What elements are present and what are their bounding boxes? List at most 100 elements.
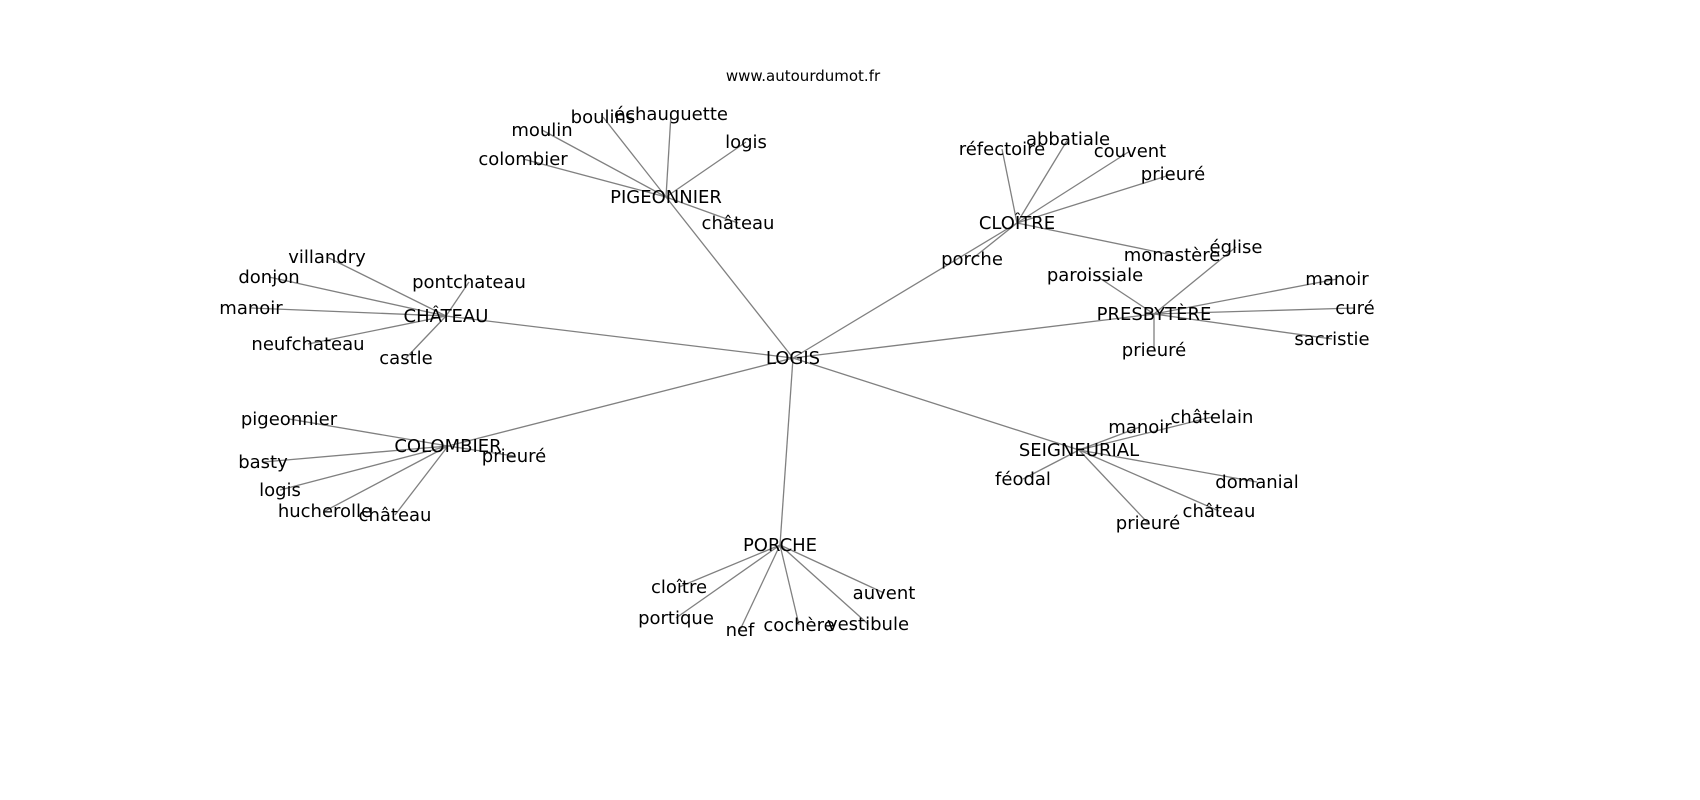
edge-presbytere-leaf — [1153, 278, 1338, 315]
leaf-node[interactable]: domanial — [1215, 472, 1298, 493]
edge-pigeonnier-leaf — [665, 196, 739, 224]
edge-chateau-leaf — [405, 315, 447, 359]
edge-colombier-leaf — [447, 445, 515, 457]
leaf-node[interactable]: basty — [238, 452, 288, 473]
leaf-node[interactable]: nef — [726, 620, 755, 641]
edge-colombier-leaf — [288, 418, 449, 447]
leaf-node[interactable]: auvent — [853, 583, 916, 604]
leaf-node[interactable]: monastère — [1124, 245, 1221, 266]
leaf-node[interactable]: échauguette — [614, 104, 728, 125]
leaf-node[interactable]: réfectoire — [959, 139, 1046, 160]
edge-cloitre-leaf — [1016, 173, 1174, 224]
edge-root-pigeonnier — [665, 196, 794, 359]
edges — [250, 113, 1356, 631]
edge-root-colombier — [447, 357, 794, 447]
leaf-node[interactable]: boulins — [571, 107, 636, 128]
edge-seigneurial-leaf — [1078, 416, 1213, 451]
leaf-node[interactable]: prieuré — [1141, 164, 1205, 185]
leaf-node[interactable]: manoir — [1305, 269, 1369, 290]
leaf-node[interactable]: villandry — [288, 247, 366, 268]
leaf-node[interactable]: abbatiale — [1026, 129, 1110, 150]
edge-pigeonnier-leaf — [522, 158, 667, 198]
leaf-node[interactable]: porche — [941, 249, 1003, 270]
leaf-node[interactable]: moulin — [511, 120, 572, 141]
edge-seigneurial-leaf — [1078, 449, 1149, 524]
edge-porche-leaf — [779, 544, 885, 594]
leaf-node[interactable]: château — [359, 505, 432, 526]
leaf-node[interactable]: prieuré — [1116, 513, 1180, 534]
hub-node-chateau[interactable]: CHÂTEAU — [404, 305, 489, 327]
leaf-node[interactable]: cloître — [651, 577, 707, 598]
edge-seigneurial-leaf — [1078, 449, 1220, 512]
hub-node-porche[interactable]: PORCHE — [743, 535, 817, 556]
edge-presbytere-leaf — [1153, 313, 1333, 340]
leaf-node[interactable]: prieuré — [482, 446, 546, 467]
edge-pigeonnier-leaf — [602, 116, 667, 198]
leaf-node[interactable]: pigeonnier — [241, 409, 338, 430]
edge-seigneurial-leaf — [1078, 426, 1141, 451]
edge-chateau-leaf — [445, 281, 470, 317]
edge-chateau-leaf — [326, 256, 447, 317]
leaf-node[interactable]: cochère — [763, 615, 834, 636]
leaf-node[interactable]: manoir — [1108, 417, 1172, 438]
edge-porche-leaf — [678, 544, 781, 588]
leaf-node[interactable]: château — [1183, 501, 1256, 522]
leaf-node[interactable]: château — [702, 213, 775, 234]
leaf-node[interactable]: pontchateau — [412, 272, 526, 293]
edge-porche-leaf — [779, 544, 869, 625]
edge-colombier-leaf — [262, 445, 449, 463]
hub-node-colombier[interactable]: COLOMBIER — [394, 436, 501, 457]
site-title: www.autourdumot.fr — [725, 67, 881, 85]
leaf-node[interactable]: vestibule — [827, 614, 909, 635]
leaf-node[interactable]: manoir — [219, 298, 283, 319]
edge-root-cloitre — [792, 222, 1018, 359]
edge-chateau-leaf — [307, 315, 447, 345]
edge-presbytere-leaf — [1094, 274, 1155, 315]
edge-pigeonnier-leaf — [541, 129, 667, 198]
edge-cloitre-leaf — [1001, 148, 1018, 224]
leaf-node[interactable]: châtelain — [1171, 407, 1254, 428]
edge-cloitre-leaf — [1016, 138, 1069, 224]
leaf-node[interactable]: féodal — [995, 469, 1051, 490]
edge-presbytere-leaf — [1153, 246, 1237, 315]
leaf-node[interactable]: donjon — [238, 267, 299, 288]
leaf-node[interactable]: sacristie — [1294, 329, 1369, 350]
hub-node-presbytere[interactable]: PRESBYTÈRE — [1097, 303, 1212, 325]
leaf-node[interactable]: paroissiale — [1047, 265, 1143, 286]
edge-colombier-leaf — [279, 445, 449, 491]
hub-node-seigneurial[interactable]: SEIGNEURIAL — [1019, 440, 1139, 461]
hub-node-cloitre[interactable]: CLOÎTRE — [979, 212, 1055, 234]
leaf-node[interactable]: église — [1210, 237, 1263, 258]
edge-colombier-leaf — [324, 445, 449, 512]
leaf-node[interactable]: couvent — [1094, 141, 1167, 162]
leaf-node[interactable]: prieuré — [1122, 340, 1186, 361]
edge-cloitre-leaf — [1016, 222, 1173, 256]
hub-node-pigeonnier[interactable]: PIGEONNIER — [610, 187, 722, 208]
edge-root-presbytere — [792, 313, 1155, 359]
edge-colombier-leaf — [394, 445, 449, 516]
edge-root-seigneurial — [792, 357, 1080, 451]
leaf-node[interactable]: curé — [1335, 298, 1374, 319]
edge-porche-leaf — [779, 544, 800, 626]
leaf-node[interactable]: logis — [259, 480, 301, 501]
edge-pigeonnier-leaf — [665, 113, 672, 198]
edge-porche-leaf — [675, 544, 781, 619]
edge-seigneurial-leaf — [1078, 449, 1258, 483]
edge-seigneurial-leaf — [1022, 449, 1080, 480]
leaf-node[interactable]: colombier — [478, 149, 568, 170]
edge-porche-leaf — [739, 544, 781, 631]
leaf-node[interactable]: logis — [725, 132, 767, 153]
edge-cloitre-leaf — [971, 222, 1018, 260]
root-node-label[interactable]: LOGIS — [766, 348, 820, 369]
leaf-node[interactable]: portique — [638, 608, 714, 629]
leaf-node[interactable]: hucherolle — [278, 501, 372, 522]
edge-presbytere-leaf — [1153, 307, 1356, 315]
edge-chateau-leaf — [268, 276, 447, 317]
edge-root-porche — [779, 357, 794, 546]
leaf-node[interactable]: castle — [379, 348, 432, 369]
edge-chateau-leaf — [250, 307, 447, 317]
leaf-node[interactable]: neufchateau — [251, 334, 364, 355]
edge-cloitre-leaf — [1016, 150, 1131, 224]
